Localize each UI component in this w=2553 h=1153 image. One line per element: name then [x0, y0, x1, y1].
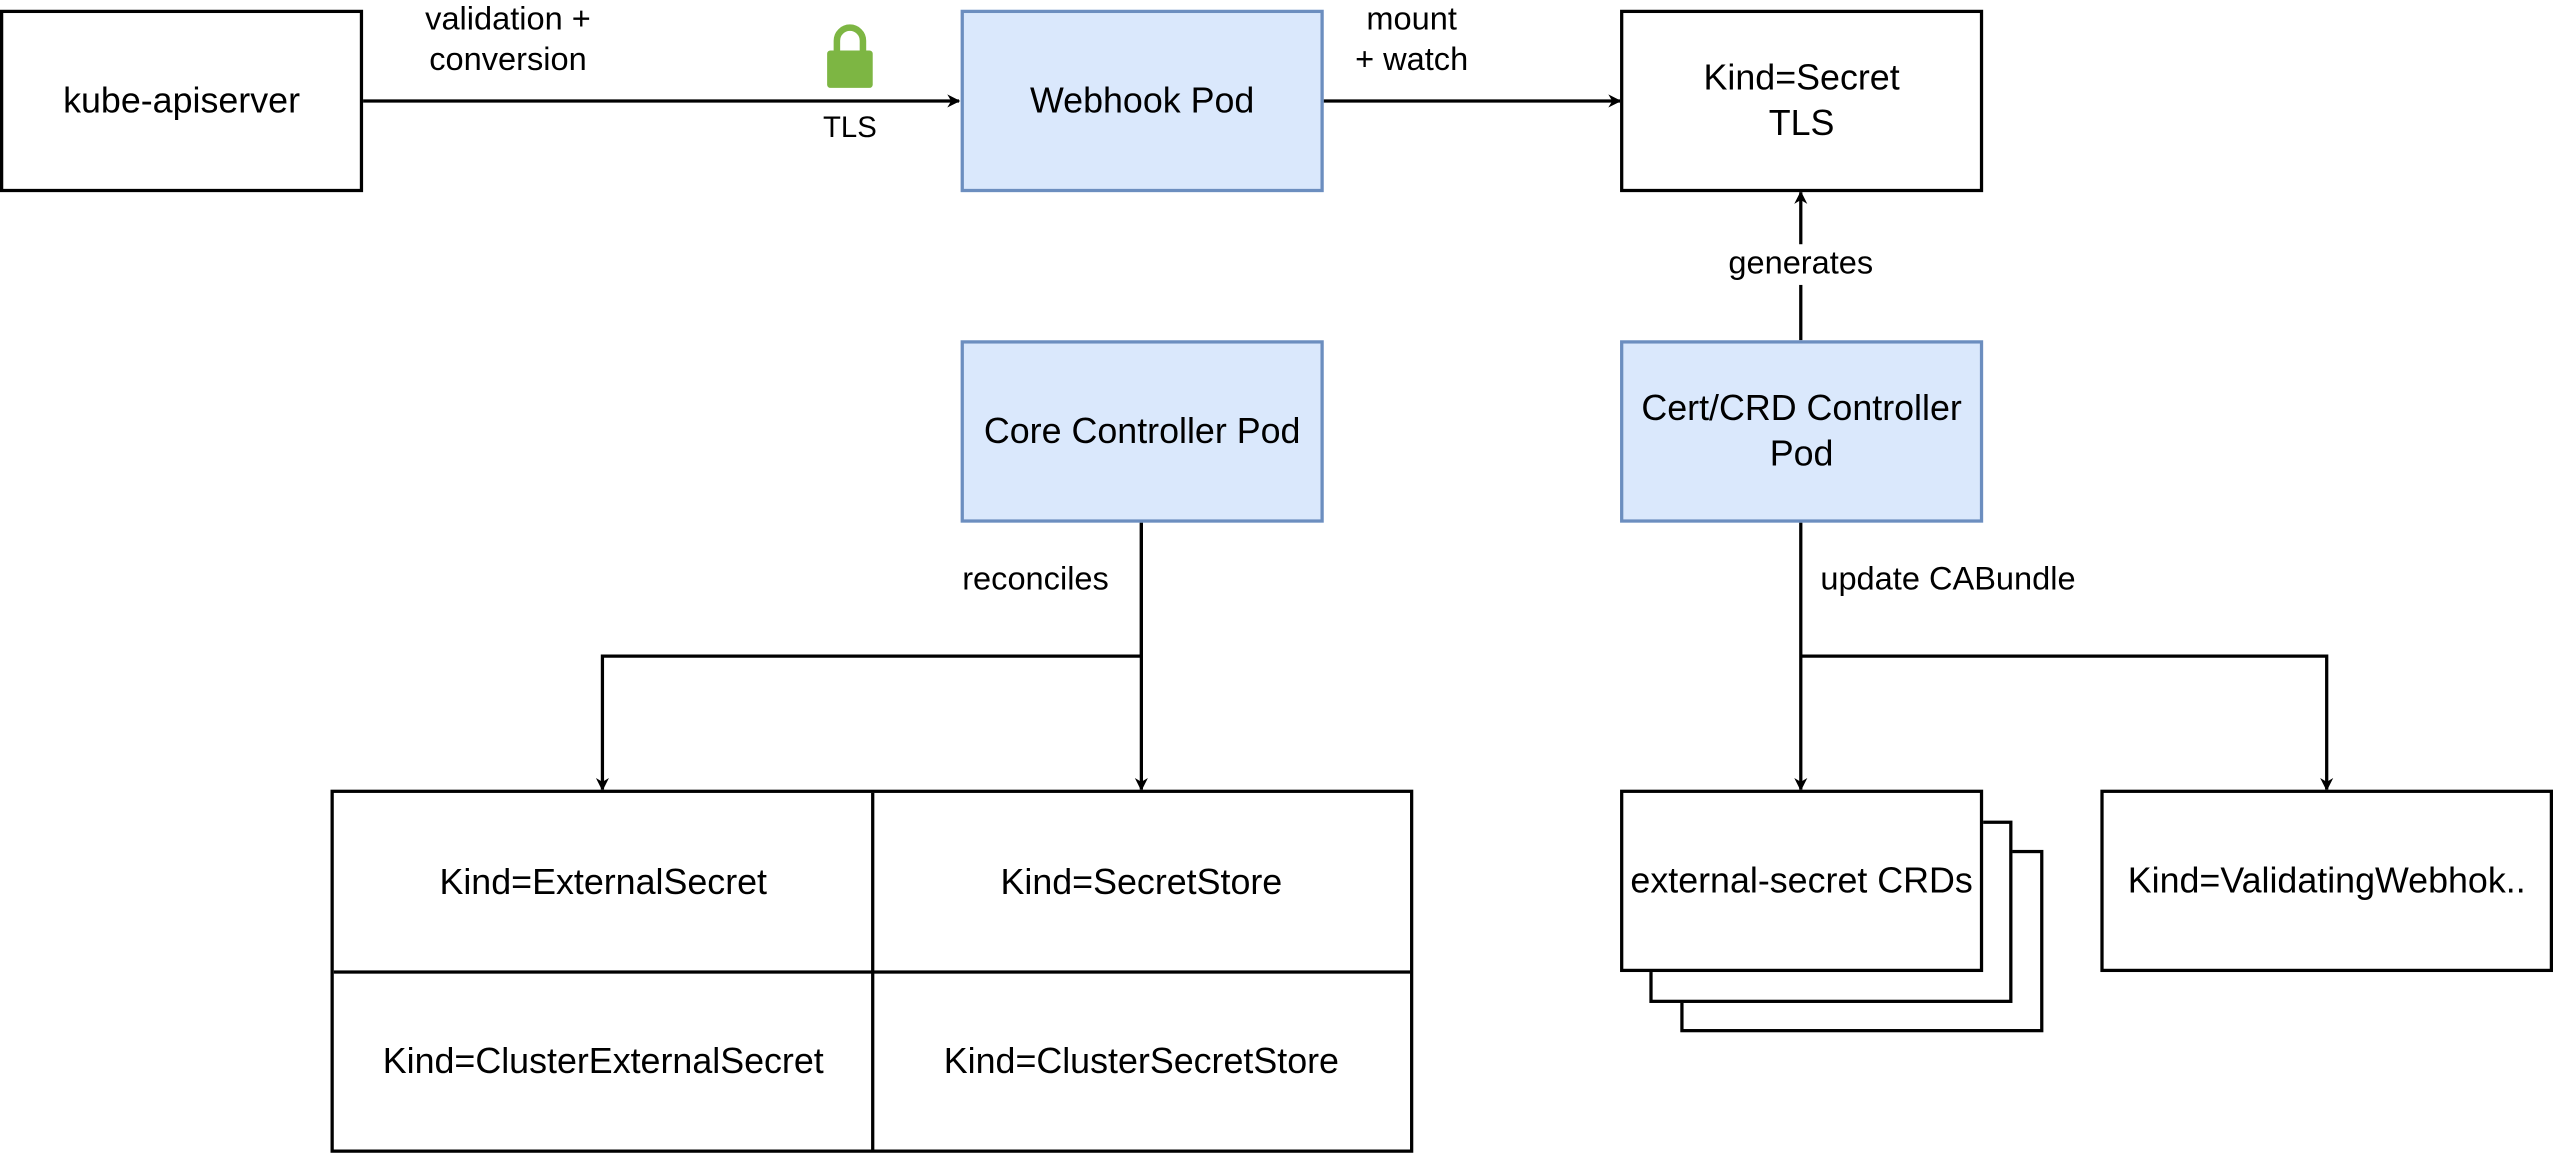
webhook-pod-node: Webhook Pod [960, 9, 1324, 193]
external-secret-crds-label: external-secret CRDs [1630, 859, 1973, 901]
secret-tls-label: Kind=Secret TLS [1703, 56, 1900, 144]
edge-label-tls: TLS [823, 110, 877, 144]
cert-crd-controller-pod-node: Cert/CRD Controller Pod [1620, 340, 1984, 523]
clustersecretstore-label: Kind=ClusterSecretStore [943, 1039, 1339, 1081]
external-secret-crds-node: external-secret CRDs [1620, 789, 1984, 973]
secretstore-label: Kind=SecretStore [1000, 861, 1283, 903]
clusterexternalsecret-label: Kind=ClusterExternalSecret [382, 1039, 824, 1081]
edge-label-validation-conversion: validation + conversion [425, 1, 591, 79]
edge-label-mount-watch: mount + watch [1355, 1, 1469, 79]
kube-apiserver-label: kube-apiserver [63, 79, 300, 121]
cert-crd-controller-pod-label: Cert/CRD Controller Pod [1641, 387, 1962, 474]
edge-label-update-cabundle: update CABundle [1820, 561, 2076, 598]
table-cell-externalsecret: Kind=ExternalSecret [334, 793, 873, 972]
edge-cert-to-validatingwebhook [1800, 654, 2334, 791]
core-controller-pod-node: Core Controller Pod [960, 340, 1324, 523]
table-cell-clustersecretstore: Kind=ClusterSecretStore [873, 972, 1410, 1149]
table-horizontal-divider [333, 970, 1411, 974]
core-controller-pod-label: Core Controller Pod [983, 410, 1301, 452]
padlock-icon [827, 24, 873, 88]
edge-label-reconciles: reconciles [962, 561, 1109, 598]
table-cell-clusterexternalsecret: Kind=ClusterExternalSecret [334, 972, 873, 1149]
edge-label-generates: generates [1703, 244, 1899, 285]
externalsecret-label: Kind=ExternalSecret [439, 861, 768, 903]
validating-webhook-node: Kind=ValidatingWebhok.. [2100, 789, 2553, 973]
kube-apiserver-node: kube-apiserver [0, 9, 364, 193]
secret-tls-node: Kind=Secret TLS [1620, 9, 1984, 193]
webhook-pod-label: Webhook Pod [1029, 79, 1255, 121]
validating-webhook-label: Kind=ValidatingWebhok.. [2127, 859, 2526, 901]
table-cell-secretstore: Kind=SecretStore [873, 793, 1410, 972]
resource-kinds-table: Kind=ExternalSecret Kind=SecretStore Kin… [330, 789, 1414, 1153]
